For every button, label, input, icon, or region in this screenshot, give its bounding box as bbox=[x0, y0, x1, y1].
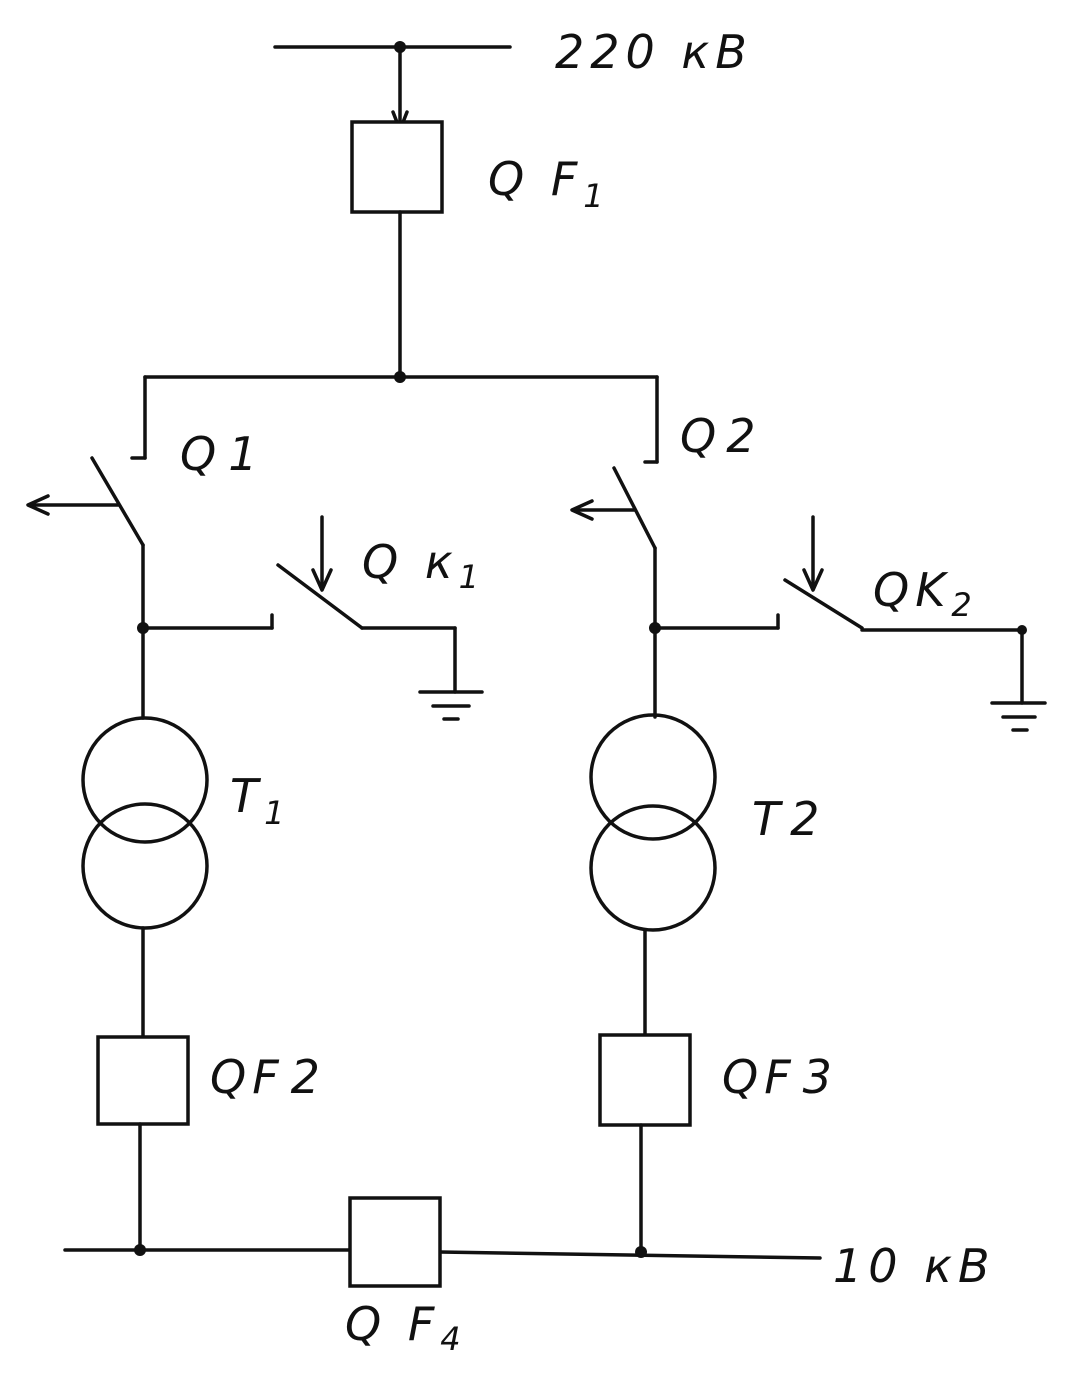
disconnector-q2 bbox=[570, 466, 657, 630]
voltage-low-label: 10 кВ bbox=[833, 1239, 996, 1293]
disconnector-q1 bbox=[26, 456, 145, 630]
breaker-qf1-label: Q F1 bbox=[488, 152, 604, 215]
ground-icon bbox=[990, 701, 1047, 732]
breaker-qf3 bbox=[598, 1033, 692, 1127]
grounding-switch-qk1 bbox=[137, 515, 457, 694]
voltage-high-label: 220 кВ bbox=[555, 25, 753, 79]
split-bus bbox=[130, 371, 659, 464]
disconnector-q2-label: Q2 bbox=[680, 409, 762, 463]
breaker-qf1 bbox=[350, 120, 444, 214]
grounding-switch-qk2-label: QK2 bbox=[873, 563, 972, 624]
grounding-switch-qk2 bbox=[649, 515, 1027, 705]
grounding-switch-qk1-label: Q к1 bbox=[362, 535, 479, 596]
transformer-t1 bbox=[81, 626, 209, 1039]
ground-icon bbox=[418, 690, 484, 721]
transformer-t2 bbox=[589, 626, 717, 1037]
breaker-qf2 bbox=[96, 1035, 190, 1126]
transformer-t2-label: T2 bbox=[752, 792, 825, 846]
transformer-t1-label: T1 bbox=[230, 769, 284, 832]
bus-10kv bbox=[63, 1244, 822, 1260]
breaker-qf4-label: Q F4 bbox=[345, 1297, 461, 1358]
bus-220kv bbox=[273, 41, 512, 132]
breaker-qf4 bbox=[348, 1196, 442, 1288]
